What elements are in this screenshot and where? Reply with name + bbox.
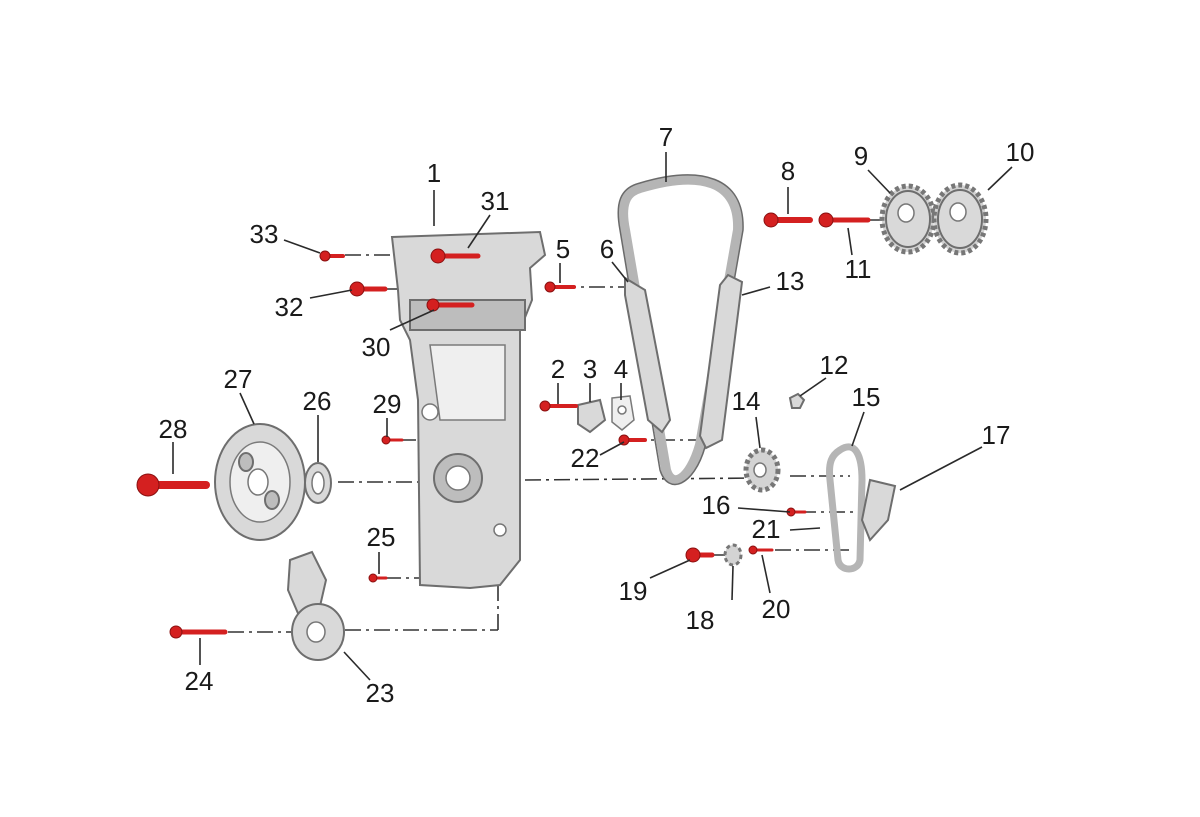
callout-32: 32 bbox=[275, 292, 304, 322]
callout-30: 30 bbox=[362, 332, 391, 362]
callout-7: 7 bbox=[659, 122, 673, 152]
callout-8: 8 bbox=[781, 156, 795, 186]
callout-26: 26 bbox=[303, 386, 332, 416]
callout-10: 10 bbox=[1006, 137, 1035, 167]
callout-1: 1 bbox=[427, 158, 441, 188]
tensioner-arm bbox=[698, 273, 744, 450]
front-cover bbox=[390, 230, 547, 590]
callout-17: 17 bbox=[982, 420, 1011, 450]
callout-31: 31 bbox=[481, 186, 510, 216]
oil-pump-sprocket bbox=[723, 543, 743, 567]
leader-lines bbox=[172, 152, 1013, 681]
tensioner-gasket bbox=[611, 395, 635, 431]
callout-20: 20 bbox=[762, 594, 791, 624]
callout-18: 18 bbox=[686, 605, 715, 635]
callout-24: 24 bbox=[185, 666, 214, 696]
timing-chain bbox=[617, 174, 744, 486]
callout-5: 5 bbox=[556, 234, 570, 264]
callout-2: 2 bbox=[551, 354, 565, 384]
callout-12: 12 bbox=[820, 350, 849, 380]
callout-13: 13 bbox=[776, 266, 805, 296]
callout-29: 29 bbox=[373, 389, 402, 419]
oil-pump-chain bbox=[826, 443, 866, 573]
oil-pump-tensioner bbox=[860, 478, 897, 542]
callout-25: 25 bbox=[367, 522, 396, 552]
callout-9: 9 bbox=[854, 141, 868, 171]
callout-19: 19 bbox=[619, 576, 648, 606]
fasteners bbox=[136, 212, 871, 639]
camshaft-sprocket-intake bbox=[879, 183, 937, 255]
crankshaft-pulley bbox=[214, 423, 306, 541]
callout-21: 21 bbox=[752, 514, 781, 544]
nut bbox=[788, 392, 806, 409]
callout-15: 15 bbox=[852, 382, 881, 412]
callout-4: 4 bbox=[614, 354, 628, 384]
callout-labels: 1 2 3 4 5 6 7 8 9 10 11 12 13 14 15 16 1… bbox=[159, 122, 1035, 708]
seal-ring bbox=[304, 462, 332, 504]
callout-27: 27 bbox=[224, 364, 253, 394]
callout-6: 6 bbox=[600, 234, 614, 264]
callout-33: 33 bbox=[250, 219, 279, 249]
camshaft-sprocket-exhaust bbox=[931, 182, 989, 256]
callout-11: 11 bbox=[845, 254, 872, 284]
callout-16: 16 bbox=[702, 490, 731, 520]
callout-23: 23 bbox=[366, 678, 395, 708]
callout-22: 22 bbox=[571, 443, 600, 473]
callout-3: 3 bbox=[583, 354, 597, 384]
chain-guide bbox=[624, 276, 672, 434]
belt-tensioner-pulley bbox=[286, 550, 345, 661]
crankshaft-sprocket bbox=[743, 447, 781, 493]
callout-28: 28 bbox=[159, 414, 188, 444]
chain-tensioner bbox=[577, 398, 607, 434]
callout-14: 14 bbox=[732, 386, 761, 416]
